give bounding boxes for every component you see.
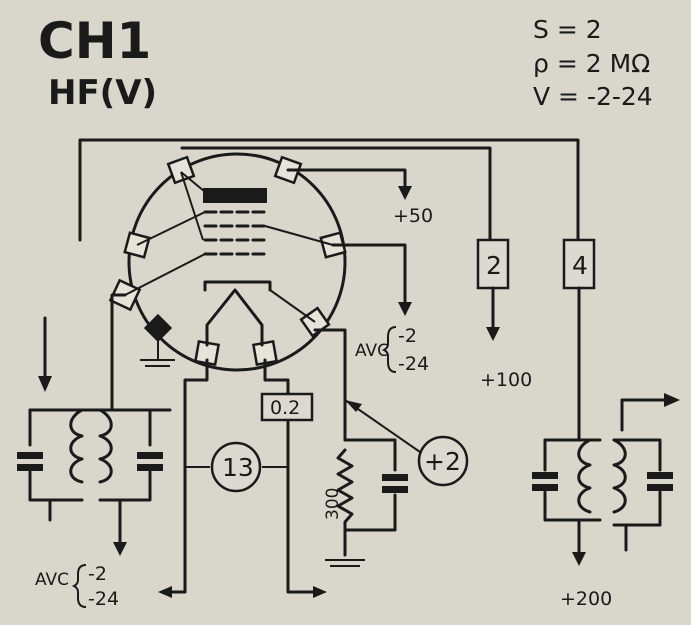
avc-v1-left: -2 [88, 563, 107, 585]
param-s: S = 2 [533, 15, 602, 44]
avc-label-right: AVC [355, 341, 389, 361]
output-transformer [532, 393, 680, 557]
voltage-100: +100 [480, 369, 532, 391]
arrow-icon [572, 552, 586, 566]
avc-v2-right: -24 [398, 353, 429, 375]
filament-wire-right [263, 358, 317, 594]
tube-name: CH1 [38, 12, 151, 70]
arrow-icon [486, 327, 500, 341]
voltage-200: +200 [560, 588, 612, 610]
arrow-icon [158, 586, 172, 598]
grid-wire [331, 243, 407, 307]
avc-v2-left: -24 [88, 588, 119, 610]
filament-wire-left [168, 358, 209, 594]
screen-wire [286, 168, 407, 192]
tube-envelope [127, 152, 347, 372]
box-4-label: 4 [572, 251, 588, 280]
input-transformer [17, 293, 172, 547]
avc-v1-right: -2 [398, 325, 417, 347]
arrow-icon [398, 186, 412, 200]
resistor-label: 300 [323, 488, 343, 520]
box-02 [260, 392, 314, 422]
arrow-icon [398, 302, 412, 316]
tube-electrodes [124, 171, 334, 347]
screen-voltage: +50 [393, 205, 433, 227]
arrow-icon [113, 542, 127, 556]
arrow-icon [313, 586, 327, 598]
param-v: V = -2-24 [533, 82, 653, 111]
cathode-voltage: +2 [424, 447, 461, 476]
box-02-label: 0.2 [270, 397, 300, 419]
avc-label-left: AVC [35, 570, 69, 590]
box-2-label: 2 [486, 251, 502, 280]
tube-function: HF(V) [48, 73, 157, 113]
brace-icon [381, 326, 397, 373]
param-rho: ρ = 2 MΩ [533, 49, 650, 78]
cathode-circuit [313, 328, 421, 567]
cathode-voltage-circle [417, 435, 469, 487]
filament-voltage: 13 [222, 453, 254, 482]
filament-voltage-circle [210, 441, 262, 493]
brace-icon [71, 564, 87, 608]
top-wires [78, 138, 580, 242]
